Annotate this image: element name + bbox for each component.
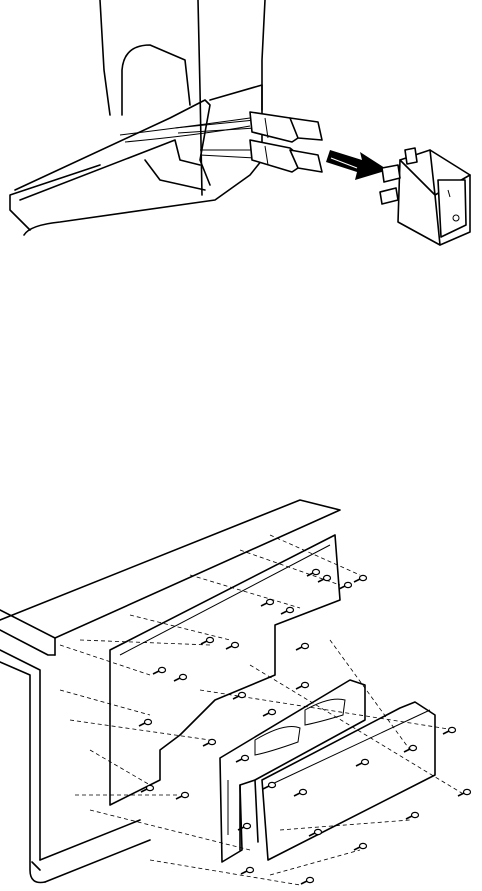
screw-icon <box>318 575 331 582</box>
mounting-bracket <box>15 100 210 200</box>
screw-icon <box>354 843 367 850</box>
screw-icon <box>354 575 367 582</box>
rocker-switch-icon <box>380 148 470 245</box>
screw-icon <box>458 789 471 796</box>
switch-removal-figure <box>0 0 482 250</box>
connector-plugs <box>250 112 322 172</box>
wire-bundle <box>120 118 255 158</box>
screw-icon <box>281 607 294 614</box>
screw-icon <box>406 812 419 819</box>
screw-icon <box>241 867 254 874</box>
cabinet-body <box>10 0 265 235</box>
screw-icon <box>139 719 152 726</box>
panel-assembly-figure <box>0 490 482 891</box>
screw-icon <box>176 792 189 799</box>
screw-icon <box>153 667 166 674</box>
screw-icon <box>203 739 216 746</box>
screw-icon <box>339 582 352 589</box>
screw-icon <box>201 637 214 644</box>
screw-icon <box>301 877 314 884</box>
removal-arrow-icon <box>326 150 388 180</box>
screw-icon <box>296 643 309 650</box>
screw-icon <box>261 599 274 606</box>
screw-icon <box>174 674 187 681</box>
screw-icon <box>296 682 309 689</box>
screw-icon <box>263 709 276 716</box>
screw-icon <box>307 569 320 576</box>
screw-icon <box>226 642 239 649</box>
